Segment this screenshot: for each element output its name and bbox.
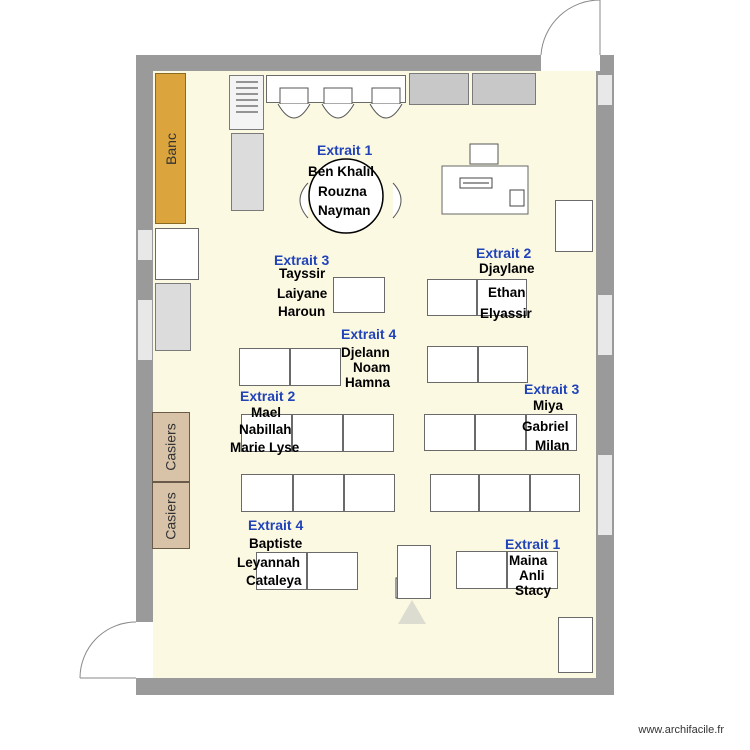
student-name: Milan [535,438,570,453]
student-name: Tayssir [279,266,326,281]
desk [479,474,530,512]
cabinet-left [155,283,191,351]
student-name: Rouzna [318,184,367,199]
desk [430,474,479,512]
student-name: Nayman [318,203,371,218]
desk [478,346,528,383]
student-name: Marie Lyse [230,440,300,455]
group-label: Extrait 3 [524,381,580,397]
desk [256,552,307,590]
desk [292,414,343,452]
window-right-1 [598,75,612,105]
round-table [308,158,384,234]
desk [397,545,431,599]
top-cabinet-1 [409,73,469,105]
desk [526,414,577,451]
window-right-2 [598,295,612,355]
desk [427,279,477,316]
side-table [155,228,199,280]
desk [239,348,290,386]
bench [155,73,186,224]
window-right-3 [598,455,612,535]
locker-top: Casiers [152,412,190,482]
right-table-bottom [558,617,593,673]
desk [456,551,507,589]
student-name: Stacy [515,583,552,598]
door-opening-left [136,622,153,678]
desk [241,474,293,512]
desk [333,277,385,313]
desk [343,414,394,452]
desk [427,346,478,383]
student-name: Djaylane [479,261,535,276]
student-name: Djelann [341,345,390,360]
student-name: Mael [251,405,282,420]
window-left-2 [138,300,152,360]
group-label: Extrait 2 [476,245,532,261]
group-label: Extrait 4 [248,517,304,533]
student-name: Miya [533,398,564,413]
top-cabinet-2 [472,73,536,105]
watermark: www.archifacile.fr [638,724,724,736]
group-label: Extrait 1 [317,142,373,158]
desk [307,552,358,590]
locker-bottom: Casiers [152,482,190,549]
student-name: Gabriel [522,419,569,434]
student-name: Ben Khalil [308,164,375,179]
desk [477,279,527,316]
desk [290,348,341,386]
student-name: Anli [519,568,545,583]
student-name: Maina [509,553,548,568]
door-opening-top [541,55,600,71]
desk [241,414,292,452]
student-name: Leyannah [237,555,301,570]
desk [507,551,558,589]
group-label: Extrait 4 [341,326,397,342]
group-label: Extrait 3 [274,252,330,268]
student-name: Ethan [488,285,526,300]
student-name: Nabillah [239,422,292,437]
student-name: Elyassir [480,306,532,321]
right-table-top [555,200,593,252]
student-name: Noam [353,360,391,375]
side-cabinet [231,133,264,211]
desk [424,414,475,451]
student-name: Baptiste [249,536,303,551]
student-name: Haroun [278,304,326,319]
desk [344,474,395,512]
shelf-unit [229,75,264,130]
student-name: Cataleya [246,573,302,588]
desk [475,414,526,451]
window-left-1 [138,230,152,260]
desk [293,474,344,512]
student-name: Hamna [345,375,391,390]
group-label: Extrait 1 [505,536,561,552]
desk [530,474,580,512]
student-name: Laiyane [277,286,328,301]
group-label: Extrait 2 [240,388,296,404]
